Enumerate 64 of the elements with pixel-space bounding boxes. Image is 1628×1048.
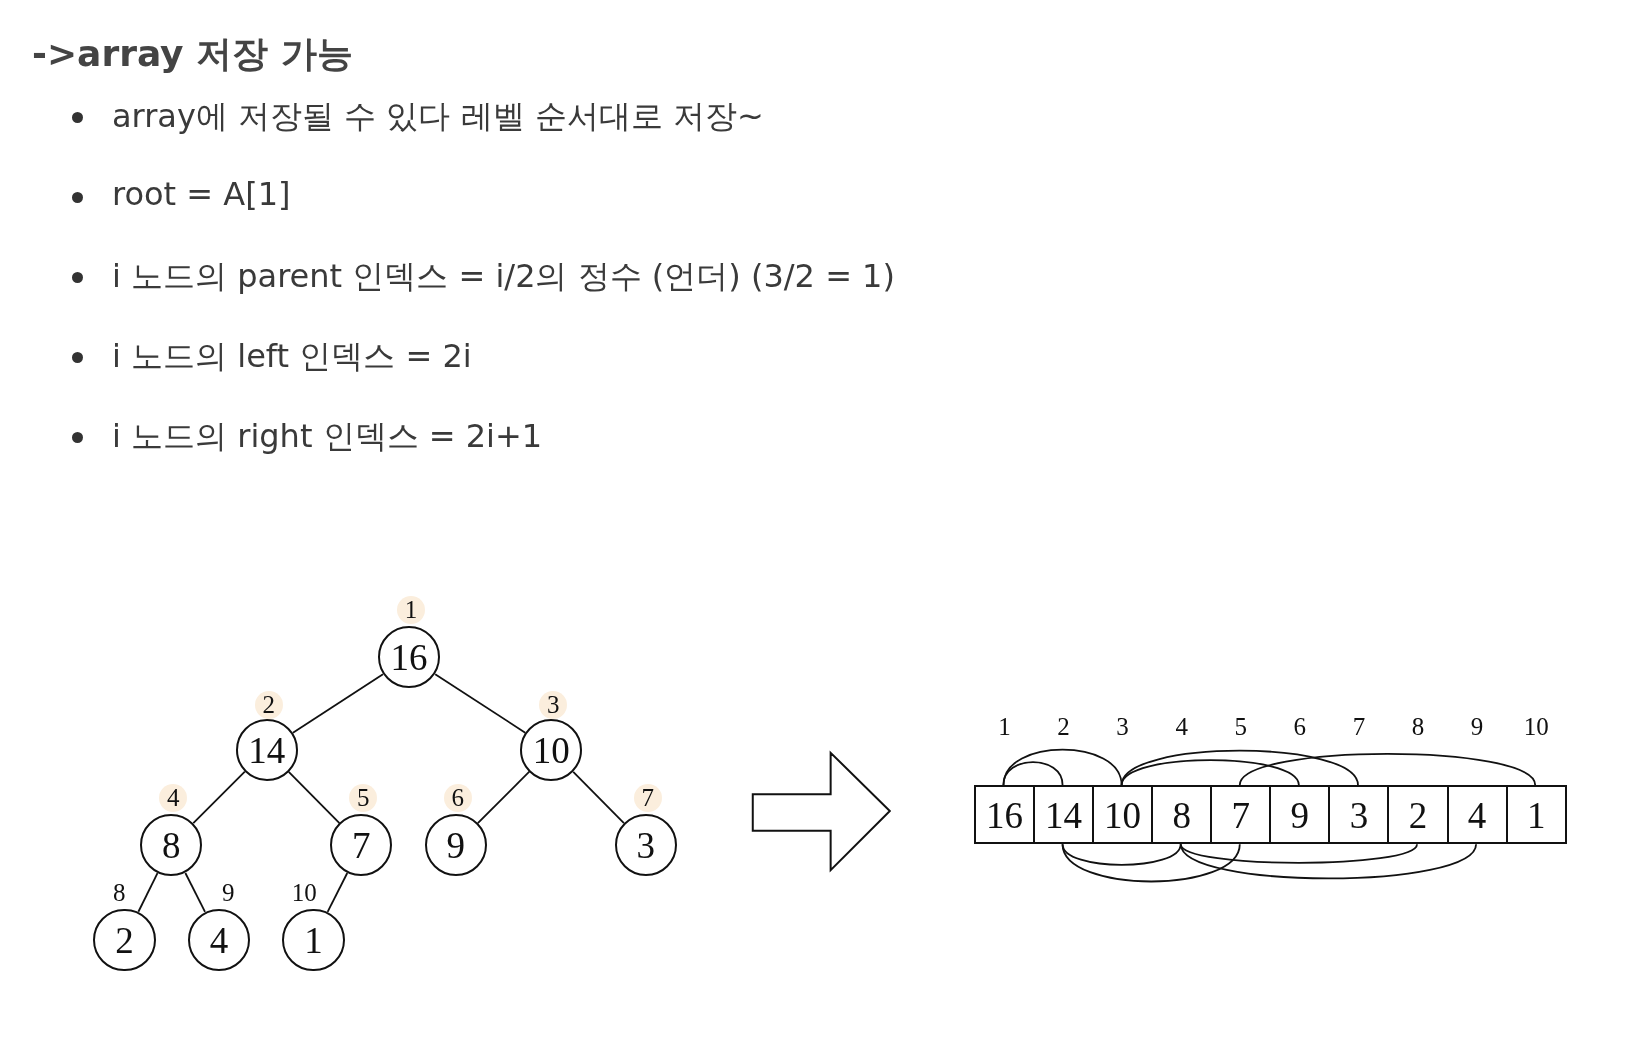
cell-value: 10: [1103, 796, 1143, 834]
tree-edge: [434, 673, 527, 734]
bullet-text: i 노드의 parent 인덱스 = i/2의 정수 (언더) (3/2 = 1): [112, 256, 895, 298]
index-number: 3: [539, 690, 568, 719]
node-value: 2: [114, 921, 135, 959]
tree-edge: [572, 770, 625, 824]
tree-edge: [292, 673, 384, 734]
tree-edge: [287, 770, 341, 824]
index-number: 8: [112, 878, 127, 907]
index-number: 6: [1292, 713, 1308, 739]
tree-edge: [326, 872, 349, 913]
node-value: 9: [445, 826, 467, 864]
cell-value: 8: [1171, 796, 1192, 834]
index-number: 4: [159, 784, 188, 813]
tree-edge: [476, 770, 531, 825]
tree-edge: [192, 770, 246, 825]
tree-edge: [137, 872, 159, 913]
bullet-text: i 노드의 right 인덱스 = 2i+1: [112, 416, 543, 458]
index-number: 5: [1233, 713, 1248, 739]
cell-value: 7: [1230, 796, 1251, 834]
index-number: 1: [997, 713, 1012, 739]
arc-connector: [1002, 748, 1123, 786]
cell-value: 2: [1407, 796, 1429, 834]
index-number: 9: [221, 878, 236, 907]
cell-value: 16: [984, 796, 1024, 834]
index-number: 7: [633, 784, 662, 813]
node-value: 16: [389, 638, 429, 676]
cell-value: 3: [1348, 796, 1370, 834]
heading: ->array 저장 가능: [32, 32, 353, 76]
node-value: 1: [303, 921, 324, 959]
arc-connector: [1238, 752, 1537, 786]
index-number: 9: [1469, 713, 1485, 739]
index-number: 2: [254, 690, 283, 719]
arc-connector: [1002, 761, 1064, 786]
bullet-text: i 노드의 left 인덱스 = 2i: [112, 336, 472, 378]
index-number: 5: [349, 784, 378, 813]
node-value: 8: [161, 826, 182, 864]
index-number: 1: [397, 596, 426, 625]
node-value: 10: [531, 731, 571, 769]
arc-connector: [1179, 843, 1477, 880]
index-number: 7: [1351, 713, 1367, 739]
arc-connector: [1120, 749, 1359, 786]
arc-connector: [1179, 843, 1418, 864]
arc-connector: [1061, 843, 1182, 866]
arc-connector: [1061, 843, 1241, 883]
bullet-text: array에 저장될 수 있다 레벨 순서대로 저장~: [112, 96, 764, 138]
cell-value: 14: [1044, 796, 1084, 834]
node-value: 4: [208, 921, 230, 959]
index-number: 10: [1522, 713, 1550, 739]
cell-value: 4: [1466, 796, 1488, 834]
bullet-text: root = A[1]: [112, 175, 291, 214]
cell-value: 1: [1525, 796, 1547, 834]
node-value: 7: [351, 826, 372, 864]
index-number: 10: [290, 878, 318, 907]
node-value: 3: [635, 826, 657, 864]
index-number: 3: [1115, 713, 1130, 739]
index-number: 8: [1410, 713, 1426, 739]
index-number: 2: [1056, 713, 1071, 739]
tree-edge: [184, 872, 206, 913]
arc-connector: [1120, 759, 1300, 786]
cell-value: 9: [1289, 796, 1311, 834]
node-value: 14: [247, 731, 287, 769]
index-number: 4: [1174, 713, 1189, 739]
index-number: 6: [443, 784, 472, 813]
